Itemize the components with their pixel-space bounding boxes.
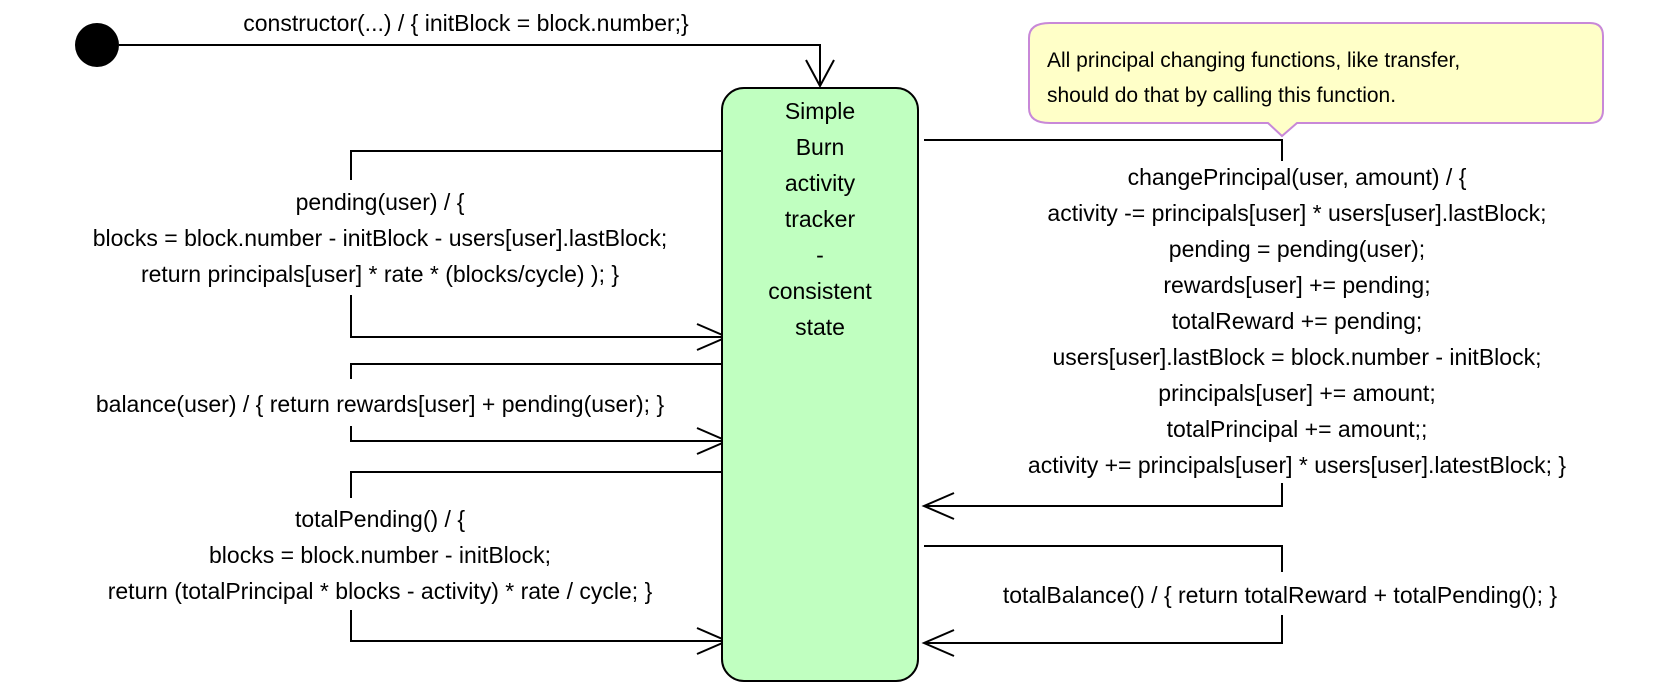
transition-totalbalance-line-in bbox=[924, 615, 1283, 644]
transition-label-pending-line-1: pending(user) / { bbox=[296, 189, 465, 215]
transition-constructor-arrowhead bbox=[805, 59, 835, 89]
state-label-line-2: Burn bbox=[796, 134, 845, 160]
transition-changeprincipal-line-out bbox=[924, 139, 1283, 161]
transition-pending-line-in bbox=[350, 295, 727, 338]
transition-label-pending: pending(user) / { blocks = block.number -… bbox=[93, 189, 668, 287]
transition-label-changeprincipal-line-2: activity -= principals[user] * users[use… bbox=[1047, 200, 1546, 226]
transition-label-changeprincipal-line-8: totalPrincipal += amount;; bbox=[1167, 416, 1428, 442]
transition-label-totalbalance-line-1: totalBalance() / { return totalReward + … bbox=[1003, 582, 1558, 608]
state-label-line-5: - bbox=[816, 242, 824, 268]
state-label-line-6: consistent bbox=[768, 278, 872, 304]
initial-state-dot bbox=[75, 23, 119, 67]
transition-label-changeprincipal-line-7: principals[user] += amount; bbox=[1158, 380, 1435, 406]
transition-label-totalbalance: totalBalance() / { return totalReward + … bbox=[1003, 582, 1558, 608]
transition-label-changeprincipal-line-6: users[user].lastBlock = block.number - i… bbox=[1053, 344, 1542, 370]
transition-balance-line-out bbox=[350, 363, 727, 379]
transition-label-totalpending-line-3: return (totalPrincipal * blocks - activi… bbox=[108, 578, 653, 604]
transition-label-changeprincipal-line-9: activity += principals[user] * users[use… bbox=[1028, 452, 1566, 478]
state-label-line-3: activity bbox=[785, 170, 856, 196]
transition-label-constructor: constructor(...) / { initBlock = block.n… bbox=[243, 10, 689, 36]
transition-label-changeprincipal-line-5: totalReward += pending; bbox=[1172, 308, 1423, 334]
transition-label-changeprincipal: changePrincipal(user, amount) / { activit… bbox=[1028, 164, 1566, 478]
transition-totalbalance-arrowhead bbox=[921, 629, 955, 657]
transition-constructor-line bbox=[119, 44, 821, 86]
note-text-line-1: All principal changing functions, like t… bbox=[1047, 49, 1460, 72]
note-text: All principal changing functions, like t… bbox=[1047, 49, 1460, 107]
state-label-line-1: Simple bbox=[785, 98, 855, 124]
transition-label-totalpending-line-1: totalPending() / { bbox=[295, 506, 465, 532]
transition-pending-line-out bbox=[350, 150, 727, 180]
state-label-line-4: tracker bbox=[785, 206, 856, 232]
transition-totalpending-line-in bbox=[350, 610, 727, 642]
transition-label-balance: balance(user) / { return rewards[user] +… bbox=[96, 391, 665, 417]
state-box bbox=[721, 87, 919, 682]
transition-changeprincipal-arrowhead bbox=[921, 492, 955, 520]
transition-label-pending-line-2: blocks = block.number - initBlock - user… bbox=[93, 225, 668, 251]
transition-balance-line-in bbox=[350, 426, 727, 442]
transition-label-balance-line-1: balance(user) / { return rewards[user] +… bbox=[96, 391, 665, 417]
note-callout bbox=[1028, 22, 1604, 138]
transition-label-changeprincipal-line-4: rewards[user] += pending; bbox=[1163, 272, 1430, 298]
transition-label-totalpending: totalPending() / { blocks = block.number … bbox=[108, 506, 653, 604]
transition-label-constructor-line-1: constructor(...) / { initBlock = block.n… bbox=[243, 10, 689, 36]
transition-label-totalpending-line-2: blocks = block.number - initBlock; bbox=[209, 542, 551, 568]
state-label-line-7: state bbox=[795, 314, 845, 340]
transition-totalpending-line-out bbox=[350, 471, 727, 498]
transition-changeprincipal-line-in bbox=[924, 483, 1283, 507]
transition-totalbalance-line-out bbox=[924, 545, 1283, 572]
transition-label-changeprincipal-line-3: pending = pending(user); bbox=[1169, 236, 1425, 262]
transition-label-pending-line-3: return principals[user] * rate * (blocks… bbox=[141, 261, 619, 287]
transition-label-changeprincipal-line-1: changePrincipal(user, amount) / { bbox=[1128, 164, 1467, 190]
note-text-line-2: should do that by calling this function. bbox=[1047, 84, 1396, 107]
